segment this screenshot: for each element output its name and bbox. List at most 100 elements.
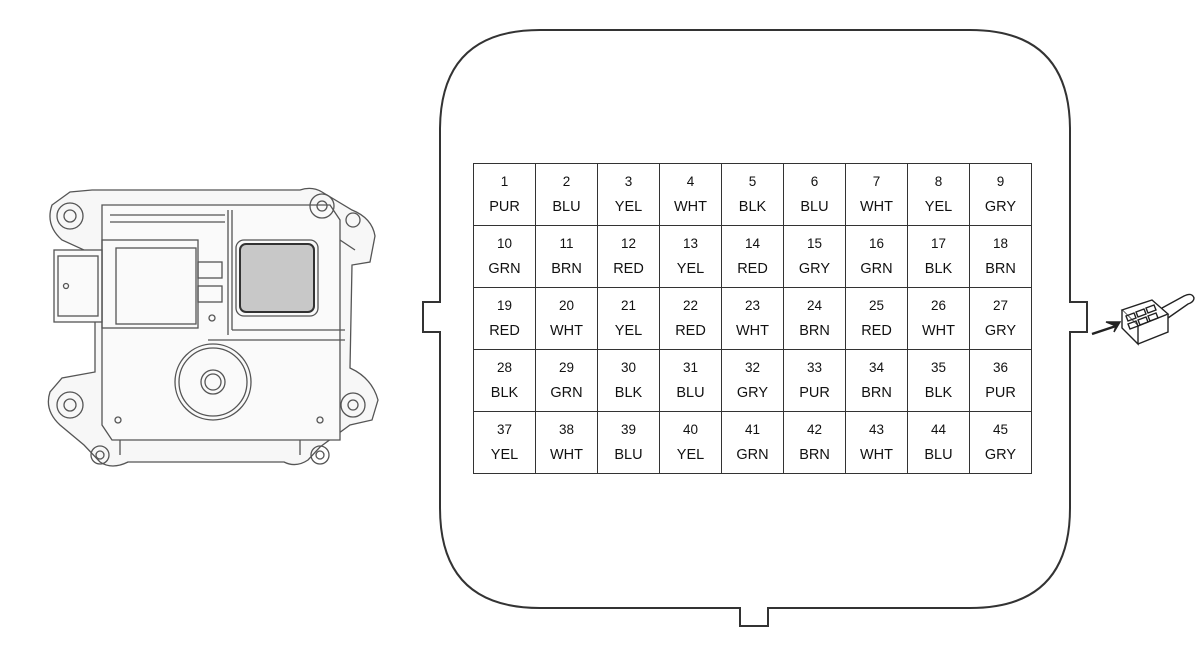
pin-number: 37 (496, 422, 513, 437)
pin-wire-color: BLU (552, 198, 581, 215)
pin-wire-color: PUR (985, 384, 1016, 401)
pin-number: 39 (620, 422, 637, 437)
pin-number: 19 (496, 298, 513, 313)
pin-number: 38 (558, 422, 575, 437)
pin-number: 32 (744, 360, 761, 375)
pin-number: 7 (872, 174, 881, 189)
pin-wire-color: YEL (490, 446, 519, 463)
pin-wire-color: GRN (860, 260, 893, 277)
pin-number: 29 (558, 360, 575, 375)
pin-number: 20 (558, 298, 575, 313)
pin-number: 22 (682, 298, 699, 313)
pin-number: 30 (620, 360, 637, 375)
pin-wire-color: GRY (798, 260, 831, 277)
pin-wire-color: RED (489, 322, 520, 339)
pin-wire-color: BLK (614, 384, 643, 401)
pin-number: 35 (930, 360, 947, 375)
pin-number: 36 (992, 360, 1009, 375)
plug-connector-icon (1091, 293, 1195, 346)
pin-number: 5 (748, 174, 757, 189)
pin-number: 24 (806, 298, 823, 313)
pin-number: 25 (868, 298, 885, 313)
pin-wire-color: YEL (924, 198, 953, 215)
pin-wire-color: BLK (924, 260, 953, 277)
pin-wire-color: WHT (549, 446, 583, 463)
pin-number: 27 (992, 298, 1009, 313)
pin-number: 40 (682, 422, 699, 437)
pin-wire-color: WHT (859, 198, 893, 215)
pin-number: 42 (806, 422, 823, 437)
pin-wire-color: WHT (735, 322, 769, 339)
pin-number: 45 (992, 422, 1009, 437)
pin-wire-color: BLU (676, 384, 705, 401)
pin-wire-color: WHT (859, 446, 893, 463)
pin-number: 2 (562, 174, 571, 189)
pin-number: 17 (930, 236, 947, 251)
pin-number: 44 (930, 422, 947, 437)
pin-number: 1 (500, 174, 509, 189)
pin-wire-color: GRY (984, 446, 1017, 463)
pin-number: 9 (996, 174, 1005, 189)
pin-wire-color: BRN (799, 322, 830, 339)
pin-wire-color: RED (861, 322, 892, 339)
pin-number: 6 (810, 174, 819, 189)
pin-wire-color: YEL (614, 198, 643, 215)
pin-wire-color: RED (613, 260, 644, 277)
pin-number: 16 (868, 236, 885, 251)
pin-number: 43 (868, 422, 885, 437)
pin-wire-color: BRN (799, 446, 830, 463)
pin-wire-color: BLK (924, 384, 953, 401)
pin-number: 15 (806, 236, 823, 251)
pin-wire-color: GRY (984, 322, 1017, 339)
pin-wire-color: RED (737, 260, 768, 277)
pin-number: 33 (806, 360, 823, 375)
pin-wire-color: WHT (673, 198, 707, 215)
pin-wire-color: BLU (614, 446, 643, 463)
pin-wire-color: BLU (800, 198, 829, 215)
pin-number: 3 (624, 174, 633, 189)
pin-wire-color: GRN (550, 384, 583, 401)
pin-wire-color: PUR (489, 198, 520, 215)
pin-wire-color: WHT (549, 322, 583, 339)
pin-wire-color: GRN (488, 260, 521, 277)
pin-wire-color: BRN (985, 260, 1016, 277)
pin-wire-color: BRN (861, 384, 892, 401)
pin-number: 23 (744, 298, 761, 313)
pin-wire-color: RED (675, 322, 706, 339)
pin-wire-color: PUR (799, 384, 830, 401)
pin-number: 26 (930, 298, 947, 313)
pin-wire-color: BLU (924, 446, 953, 463)
pin-number: 14 (744, 236, 761, 251)
pin-wire-color: BLK (490, 384, 519, 401)
